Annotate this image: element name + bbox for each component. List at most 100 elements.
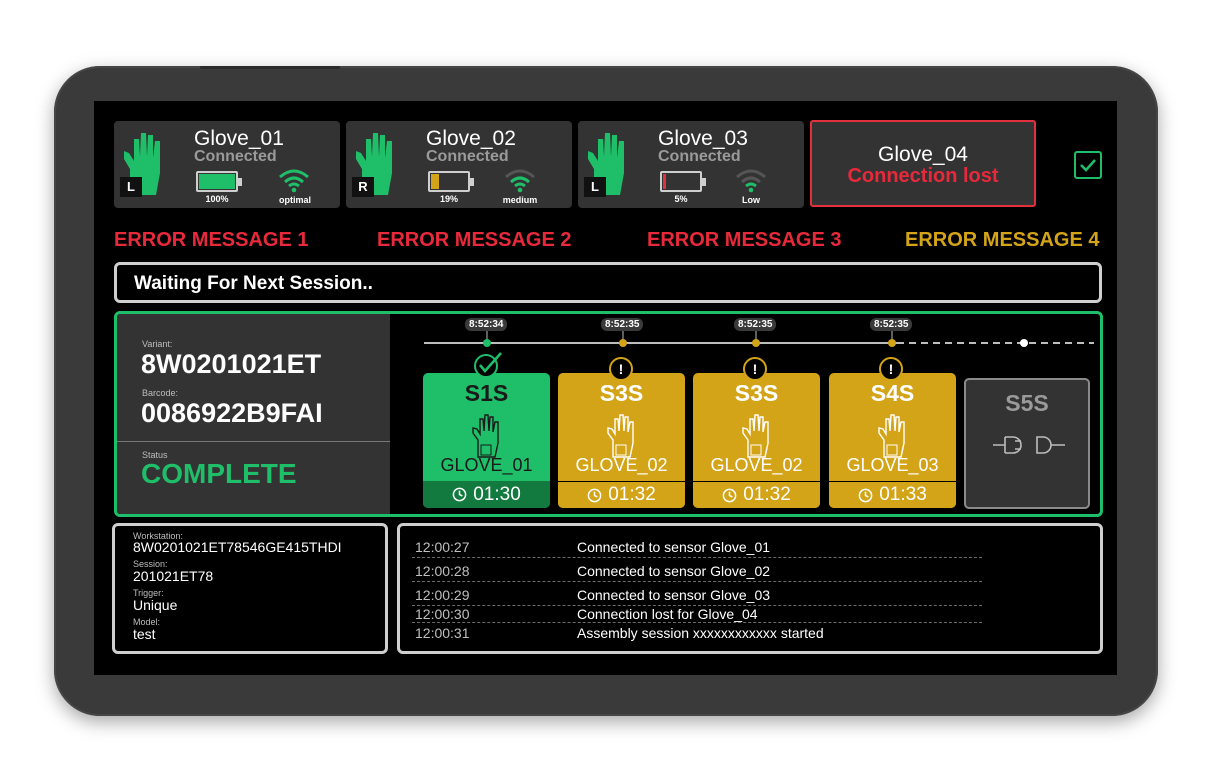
log-time: 12:00:30 (415, 606, 470, 622)
battery-percent: 100% (205, 194, 229, 204)
step-title: S3S (599, 380, 644, 406)
step-time: 01:32 (743, 484, 791, 505)
step-title: S5S (1005, 390, 1049, 416)
signal-label: optimal (278, 195, 311, 205)
session-value: 201021ET78 (133, 568, 214, 584)
status-label: Status (142, 450, 168, 460)
error-message-1: ERROR MESSAGE 1 (114, 229, 309, 251)
log-message: Connected to sensor Glove_03 (577, 587, 771, 603)
battery-percent: 5% (674, 194, 688, 204)
session-panel: Variant: 8W0201021ET Barcode: 0086922B9F… (114, 311, 1103, 517)
log-row: 12:00:29 Connected to sensor Glove_03 (412, 584, 982, 606)
log-message: Connected to sensor Glove_01 (577, 539, 771, 555)
step-title: S4S (870, 380, 915, 406)
wifi-signal-icon (279, 169, 309, 193)
glove-card-01[interactable]: L Glove_01 Connected 100% optimal (114, 121, 340, 208)
error-message-3: ERROR MESSAGE 3 (647, 229, 842, 251)
step-card-s1s[interactable]: S1S GLOVE_01 01:30 (423, 373, 550, 508)
session-status-bar: Waiting For Next Session.. (114, 262, 1102, 303)
step-title: S3S (734, 380, 779, 406)
step-card-s4s[interactable]: S4S GLOVE_03 01:33 (829, 373, 956, 508)
log-message: Connected to sensor Glove_02 (577, 563, 771, 579)
clock-icon (858, 488, 873, 502)
step-timestamp: 8:52:35 (601, 318, 644, 331)
glove-outline-icon (742, 414, 769, 458)
step-card-s3s-2[interactable]: S3S GLOVE_02 01:32 (693, 373, 820, 508)
signal-label: Low (742, 195, 760, 205)
clock-icon (587, 488, 602, 502)
glove-status: Connected (658, 148, 741, 165)
step-timer: 01:33 (829, 481, 956, 508)
connection-lost-label: Connection lost (847, 165, 999, 187)
glove-outline-icon (878, 414, 905, 458)
step-timestamp: 8:52:35 (870, 318, 913, 331)
tablet-camera-bar (200, 66, 340, 69)
trigger-label: Trigger: (133, 588, 164, 598)
log-message: Connection lost for Glove_04 (577, 606, 758, 622)
battery-icon (196, 171, 242, 192)
log-time: 12:00:31 (415, 625, 470, 641)
session-label: Session: (133, 559, 168, 569)
step-glove: GLOVE_02 (575, 455, 668, 475)
step-glove: GLOVE_01 (440, 455, 533, 475)
step-timestamp: 8:52:35 (734, 318, 777, 331)
log-time: 12:00:27 (415, 539, 470, 555)
battery-icon (428, 171, 474, 192)
glove-outline-icon (607, 414, 634, 458)
wifi-signal-icon (736, 169, 766, 193)
status-value: COMPLETE (141, 458, 297, 489)
glove-status: Connected (194, 148, 277, 165)
warning-icon: ! (879, 357, 903, 381)
workstation-panel: Workstation: 8W0201021ET78546GE415THDI S… (112, 523, 388, 654)
glove-card-04[interactable]: Glove_04 Connection lost (810, 120, 1036, 207)
glove-card-03[interactable]: L Glove_03 Connected 5% Low (578, 121, 804, 208)
model-value: test (133, 626, 156, 642)
session-info: Variant: 8W0201021ET Barcode: 0086922B9F… (117, 314, 390, 514)
warning-icon: ! (609, 357, 633, 381)
clock-icon (722, 488, 737, 502)
model-label: Model: (133, 617, 161, 627)
step-glove: GLOVE_03 (846, 455, 939, 475)
barcode-label: Barcode: (142, 388, 179, 398)
signal-label: medium (502, 195, 538, 205)
glove-name: Glove_03 (658, 127, 748, 150)
error-message-2: ERROR MESSAGE 2 (377, 229, 572, 251)
variant-label: Variant: (142, 339, 173, 349)
log-row: 12:00:28 Connected to sensor Glove_02 (412, 560, 982, 582)
step-time: 01:32 (608, 484, 656, 505)
step-timer: 01:30 (423, 481, 550, 508)
wifi-signal-icon (505, 169, 535, 193)
glove-name: Glove_02 (426, 127, 516, 150)
step-title: S1S (464, 380, 509, 406)
clock-icon (452, 487, 467, 502)
step-timer: 01:32 (558, 481, 685, 508)
check-circle-icon (474, 352, 502, 378)
variant-value: 8W0201021ET (141, 349, 322, 379)
step-time: 01:30 (473, 483, 521, 505)
glove-side-label: L (584, 177, 606, 197)
log-row: 12:00:27 Connected to sensor Glove_01 (412, 536, 982, 558)
step-timestamp: 8:52:34 (465, 318, 508, 331)
log-row: 12:00:31 Assembly session xxxxxxxxxxxx s… (412, 624, 982, 644)
trigger-value: Unique (133, 597, 178, 613)
battery-icon (660, 171, 706, 192)
step-card-s5s[interactable]: S5S (964, 378, 1090, 509)
error-message-4: ERROR MESSAGE 4 (905, 229, 1100, 251)
checkmark-icon (1080, 159, 1096, 172)
log-row: 12:00:30 Connection lost for Glove_04 (412, 605, 982, 623)
divider (117, 441, 390, 442)
step-timer: 01:32 (693, 481, 820, 508)
glove-name: Glove_04 (878, 143, 968, 166)
barcode-value: 0086922B9FAI (141, 398, 323, 428)
glove-name: Glove_01 (194, 127, 284, 150)
glove-card-02[interactable]: R Glove_02 Connected 19% medium (346, 121, 572, 208)
glove-side-label: R (352, 177, 374, 197)
step-time: 01:33 (879, 484, 927, 505)
glove-status: Connected (426, 148, 509, 165)
confirm-checkbox[interactable] (1074, 151, 1102, 179)
event-log-panel: 12:00:27 Connected to sensor Glove_01 12… (397, 523, 1103, 654)
unplugged-icon (993, 436, 1065, 454)
screen: L Glove_01 Connected 100% optimal R Glov… (94, 101, 1117, 675)
log-time: 12:00:28 (415, 563, 470, 579)
step-card-s3s-1[interactable]: S3S GLOVE_02 01:32 (558, 373, 685, 508)
